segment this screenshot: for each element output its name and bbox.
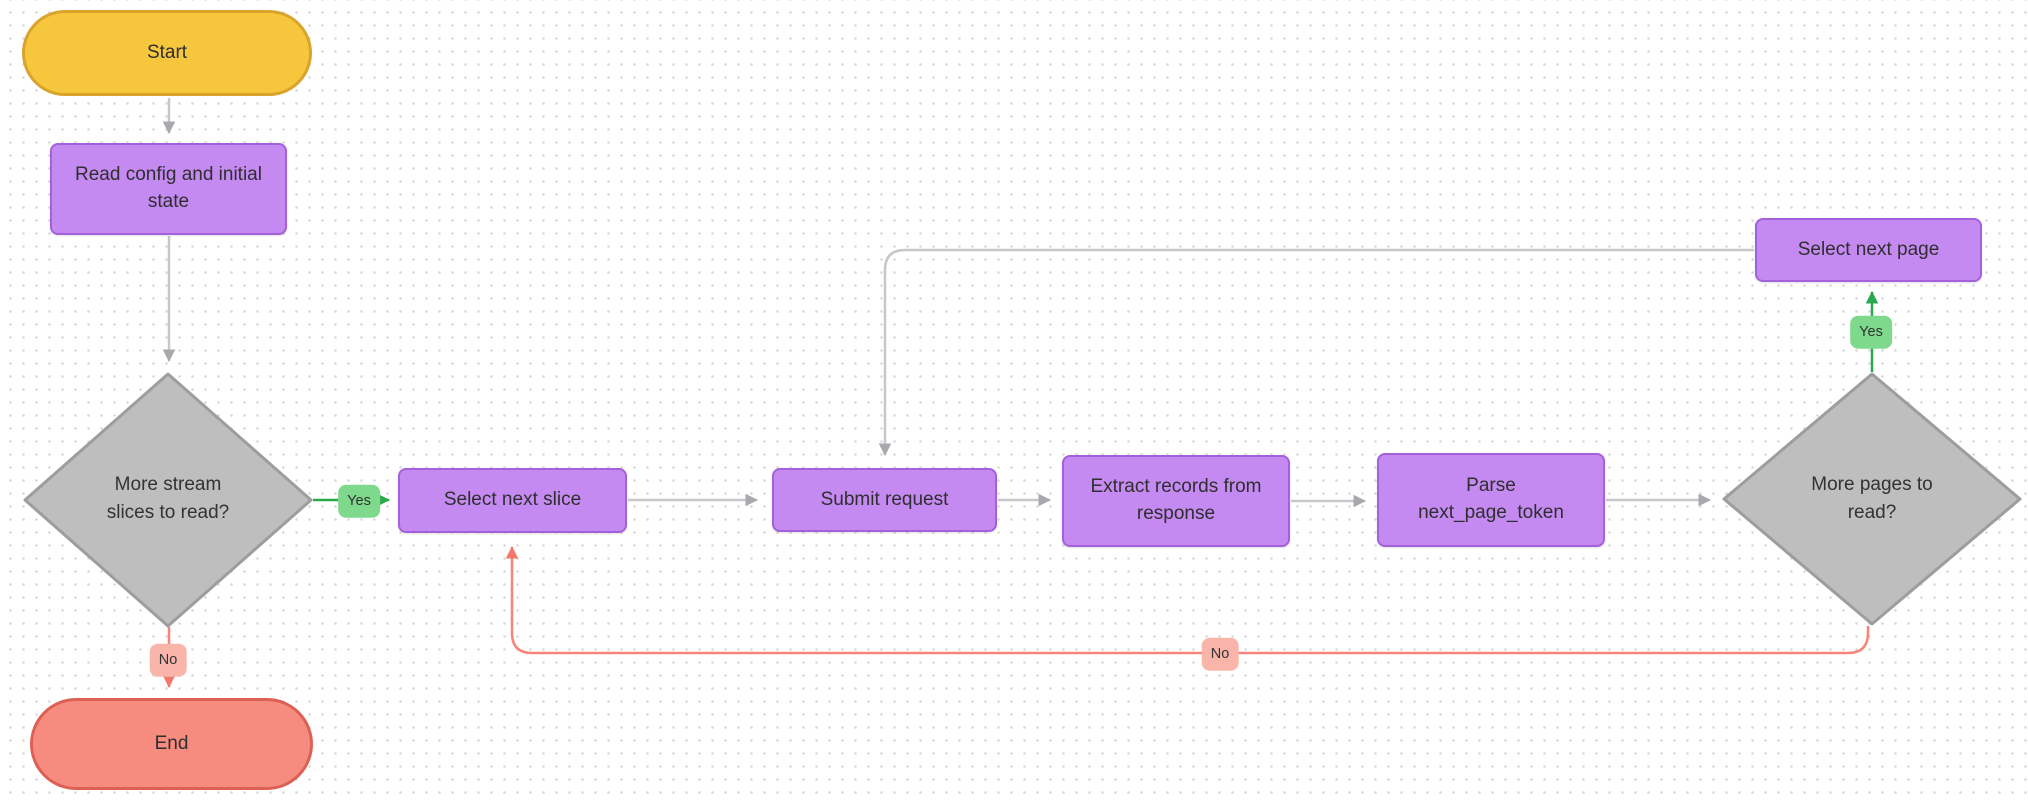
node-parse-token-label: Parse next_page_token [1418, 475, 1564, 523]
node-parse-token: Parse next_page_token [1377, 453, 1605, 547]
node-extract-records-label: Extract records from response [1090, 476, 1262, 524]
edge-more-pages-no-to-select-slice [505, 545, 1870, 655]
node-start-label: Start [146, 41, 188, 63]
decision-more-slices-shape [23, 372, 313, 628]
node-more-pages-label: More pages to read? [1811, 474, 1933, 523]
node-read-config-label: Read config and initial state [75, 164, 262, 212]
decision-more-pages-shape [1722, 372, 2022, 626]
node-read-config: Read config and initial state [50, 143, 287, 235]
node-select-page: Select next page [1755, 218, 1982, 282]
node-end: End [30, 698, 313, 790]
node-end-label: End [154, 732, 189, 754]
edge-label-more-slices-no: No [149, 643, 187, 677]
node-select-slice-label: Select next slice [443, 489, 582, 511]
node-start: Start [22, 10, 312, 96]
node-submit-request-label: Submit request [820, 488, 949, 510]
node-select-page-label: Select next page [1797, 238, 1940, 260]
edge-label-more-slices-yes: Yes [338, 484, 380, 518]
edge-label-more-pages-no: No [1201, 637, 1239, 671]
node-more-slices-label: More stream slices to read? [106, 474, 230, 523]
edge-label-more-pages-yes: Yes [1850, 315, 1892, 349]
node-select-slice: Select next slice [398, 468, 627, 533]
edge-select-page-to-submit-request [878, 248, 1754, 457]
node-extract-records: Extract records from response [1062, 455, 1290, 547]
node-submit-request: Submit request [772, 468, 997, 532]
